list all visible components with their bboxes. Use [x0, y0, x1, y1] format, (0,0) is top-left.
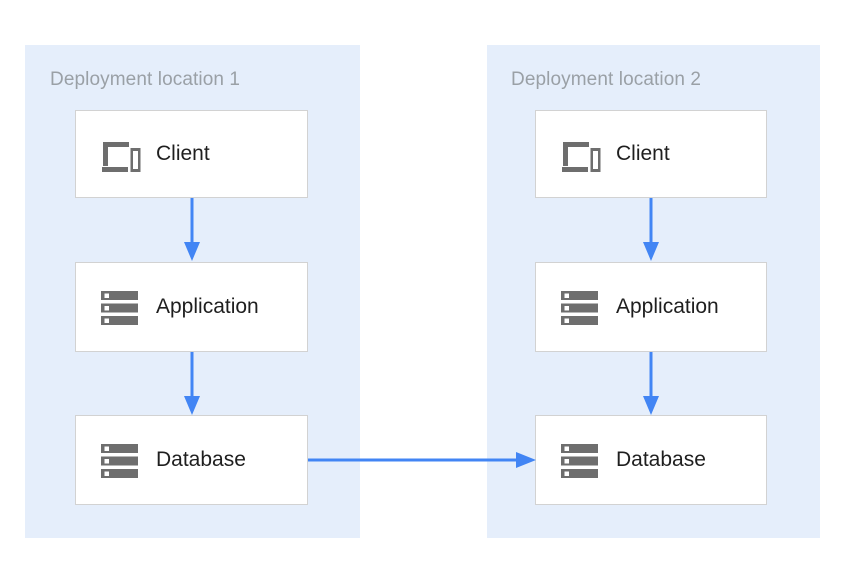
devices-icon	[558, 132, 602, 176]
node-client-1[interactable]: Client	[75, 110, 308, 198]
node-client-2[interactable]: Client	[535, 110, 767, 198]
zone-label-deployment-location-2: Deployment location 2	[511, 69, 702, 90]
node-label-client-2: Client	[616, 142, 670, 165]
node-database-2[interactable]: Database	[535, 415, 767, 505]
connector-application2-to-database2	[637, 352, 665, 416]
server-icon	[98, 285, 142, 329]
server-icon	[558, 438, 602, 482]
node-database-1[interactable]: Database	[75, 415, 308, 505]
node-application-2[interactable]: Application	[535, 262, 767, 352]
node-application-1[interactable]: Application	[75, 262, 308, 352]
zone-label-deployment-location-1: Deployment location 1	[50, 69, 241, 90]
connector-database1-to-database2	[308, 446, 538, 474]
node-label-client-1: Client	[156, 142, 210, 165]
server-icon	[558, 285, 602, 329]
server-icon	[98, 438, 142, 482]
connector-client2-to-application2	[637, 198, 665, 262]
node-label-database-1: Database	[156, 448, 246, 471]
node-label-application-1: Application	[156, 295, 259, 318]
node-label-database-2: Database	[616, 448, 706, 471]
devices-icon	[98, 132, 142, 176]
node-label-application-2: Application	[616, 295, 719, 318]
connector-client1-to-app1	[178, 198, 206, 262]
connector-application1-to-database1	[178, 352, 206, 416]
